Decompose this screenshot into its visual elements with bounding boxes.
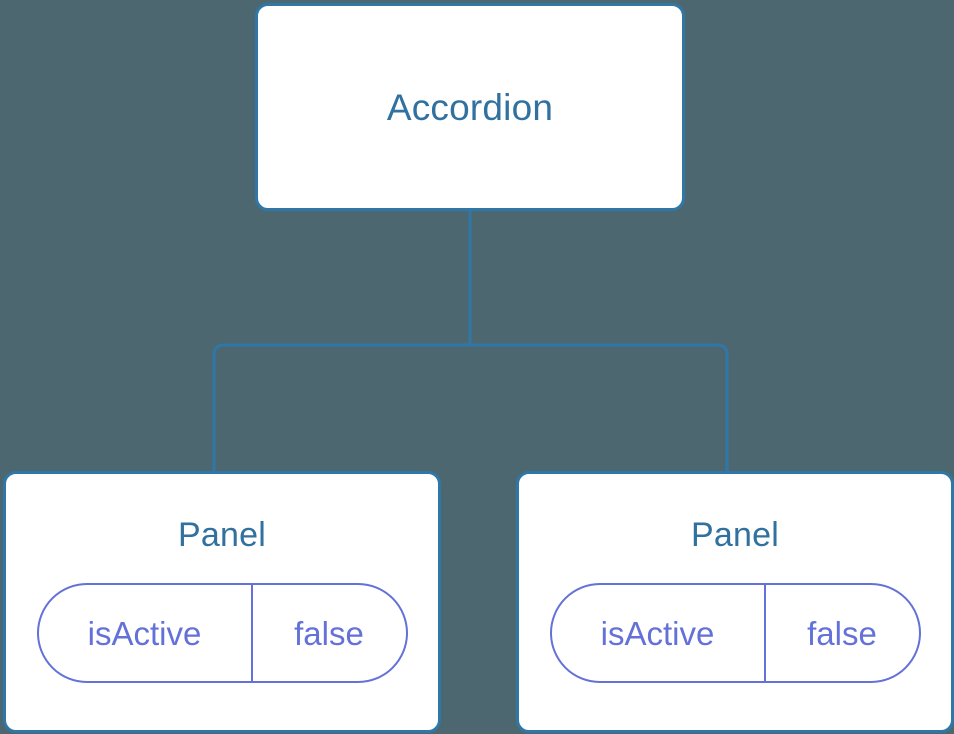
node-accordion[interactable]: Accordion [255,3,685,211]
connector-branch-right [470,343,729,474]
state-value: false [294,614,364,652]
connector-branch-left [212,343,470,474]
state-key: isActive [552,585,766,681]
state-badge[interactable]: isActive false [549,583,921,683]
state-key: isActive [39,585,253,681]
state-value: false [807,614,877,652]
node-panel-title: Panel [691,516,779,554]
state-badge[interactable]: isActive false [36,583,408,683]
node-accordion-title: Accordion [386,86,554,128]
node-panel[interactable]: Panel isActive false [516,471,954,733]
node-panel-title: Panel [178,516,266,554]
node-panel[interactable]: Panel isActive false [3,471,441,733]
